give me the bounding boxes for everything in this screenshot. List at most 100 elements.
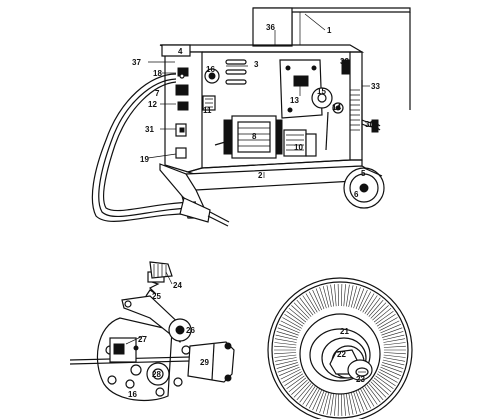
label-33: 33: [371, 82, 380, 91]
vent-louvres: [225, 59, 247, 85]
spool-rib: [343, 393, 346, 416]
label-32: 32: [340, 57, 349, 66]
spool-rib: [373, 307, 392, 323]
torch-hose: [91, 73, 230, 227]
label-3: 3: [254, 60, 259, 69]
rectifier-10: [283, 129, 317, 157]
spool-rib: [353, 391, 361, 413]
spool-rib: [319, 287, 327, 309]
spool-rib: [370, 381, 387, 398]
spool-rib: [308, 291, 320, 312]
spool-rib: [379, 320, 400, 331]
wire-spool-view: [267, 277, 413, 419]
labels-feed: 24 25 26 27 28 29 16: [128, 281, 209, 399]
spool-rib: [282, 317, 302, 329]
label-23: 23: [356, 375, 365, 384]
spool-rib: [350, 286, 358, 308]
spool-rib: [358, 389, 368, 411]
spool-rib: [366, 384, 381, 403]
spool-rib: [375, 375, 394, 390]
spool-rib: [366, 297, 381, 316]
spool-rib: [315, 288, 325, 310]
spool-rib: [368, 299, 384, 317]
spool-rib: [383, 354, 406, 358]
spool-rib: [373, 377, 392, 393]
label-8: 8: [252, 132, 257, 141]
label-5: 5: [361, 169, 366, 178]
spool-rib: [355, 288, 365, 310]
spool-rib: [330, 284, 334, 307]
spool-rib: [346, 393, 350, 416]
spool-rib: [282, 371, 302, 383]
spool-rib: [360, 388, 372, 409]
spool-rib: [296, 299, 312, 317]
spool-rib: [362, 387, 375, 407]
label-16-feed: 16: [128, 390, 137, 399]
spool-rib: [315, 390, 325, 412]
label-37: 37: [132, 58, 141, 67]
spool-rib: [381, 327, 403, 336]
spool-rib: [284, 314, 304, 327]
label-6: 6: [354, 190, 359, 199]
label-31: 31: [145, 125, 154, 134]
tension-knob-24: [149, 261, 173, 279]
spool-rib: [376, 373, 396, 386]
transformer-8: [214, 115, 283, 159]
spool-rib: [372, 379, 389, 395]
outlet-guide-29: [187, 341, 235, 383]
spool-rib: [382, 331, 404, 338]
spool-rib: [343, 284, 346, 307]
spool-rib: [284, 373, 304, 386]
spool-rib: [334, 393, 337, 416]
spool-rib: [276, 362, 298, 369]
spool-rib: [383, 357, 406, 362]
spool-rib: [337, 393, 339, 417]
spool-rib: [348, 393, 354, 415]
label-19: 19: [140, 155, 149, 164]
spool-rib: [276, 331, 298, 338]
spool-rib: [337, 283, 339, 307]
welder-main-view: [91, 7, 411, 227]
label-36: 36: [266, 23, 275, 32]
spool-rib: [293, 381, 310, 398]
labels-reel: 21 22 23: [337, 327, 365, 384]
spool-rib: [296, 383, 312, 401]
spool-rib: [299, 297, 314, 316]
spool-rib: [277, 364, 299, 373]
wire-feed-mechanism-view: [69, 261, 235, 402]
spool-rib: [280, 320, 301, 331]
top-cover-36: [252, 7, 293, 47]
wheel-5: [343, 167, 385, 209]
label-12: 12: [148, 100, 157, 109]
spool-rib: [380, 366, 401, 376]
spool-rib: [383, 345, 406, 348]
label-21: 21: [340, 327, 349, 336]
label-15: 15: [317, 87, 326, 96]
spool-rib: [274, 352, 297, 355]
spool-rib: [383, 338, 406, 343]
spool-rib: [348, 285, 354, 307]
spool-rib: [305, 387, 318, 407]
spool-rib: [368, 383, 384, 401]
spool-rib: [291, 305, 308, 321]
spool-rib: [382, 359, 405, 366]
label-18: 18: [153, 69, 162, 78]
spool-rib: [279, 366, 300, 376]
spool-rib: [302, 386, 316, 405]
spool-rib: [382, 362, 404, 369]
spool-rib: [334, 284, 337, 307]
spool-rib: [288, 307, 307, 323]
spool-rib: [383, 352, 406, 355]
spool-rib: [302, 295, 316, 314]
spool-rib: [274, 338, 297, 343]
label-22: 22: [337, 350, 346, 359]
spool-rib: [293, 302, 310, 319]
spool-rib: [383, 342, 406, 346]
spool-rib: [353, 287, 361, 309]
label-1: 1: [327, 26, 332, 35]
spool-rib: [312, 389, 322, 411]
spool-rib: [274, 342, 297, 346]
spool-rib: [286, 375, 305, 390]
spool-rib: [322, 392, 330, 414]
spool-rib: [362, 293, 375, 313]
